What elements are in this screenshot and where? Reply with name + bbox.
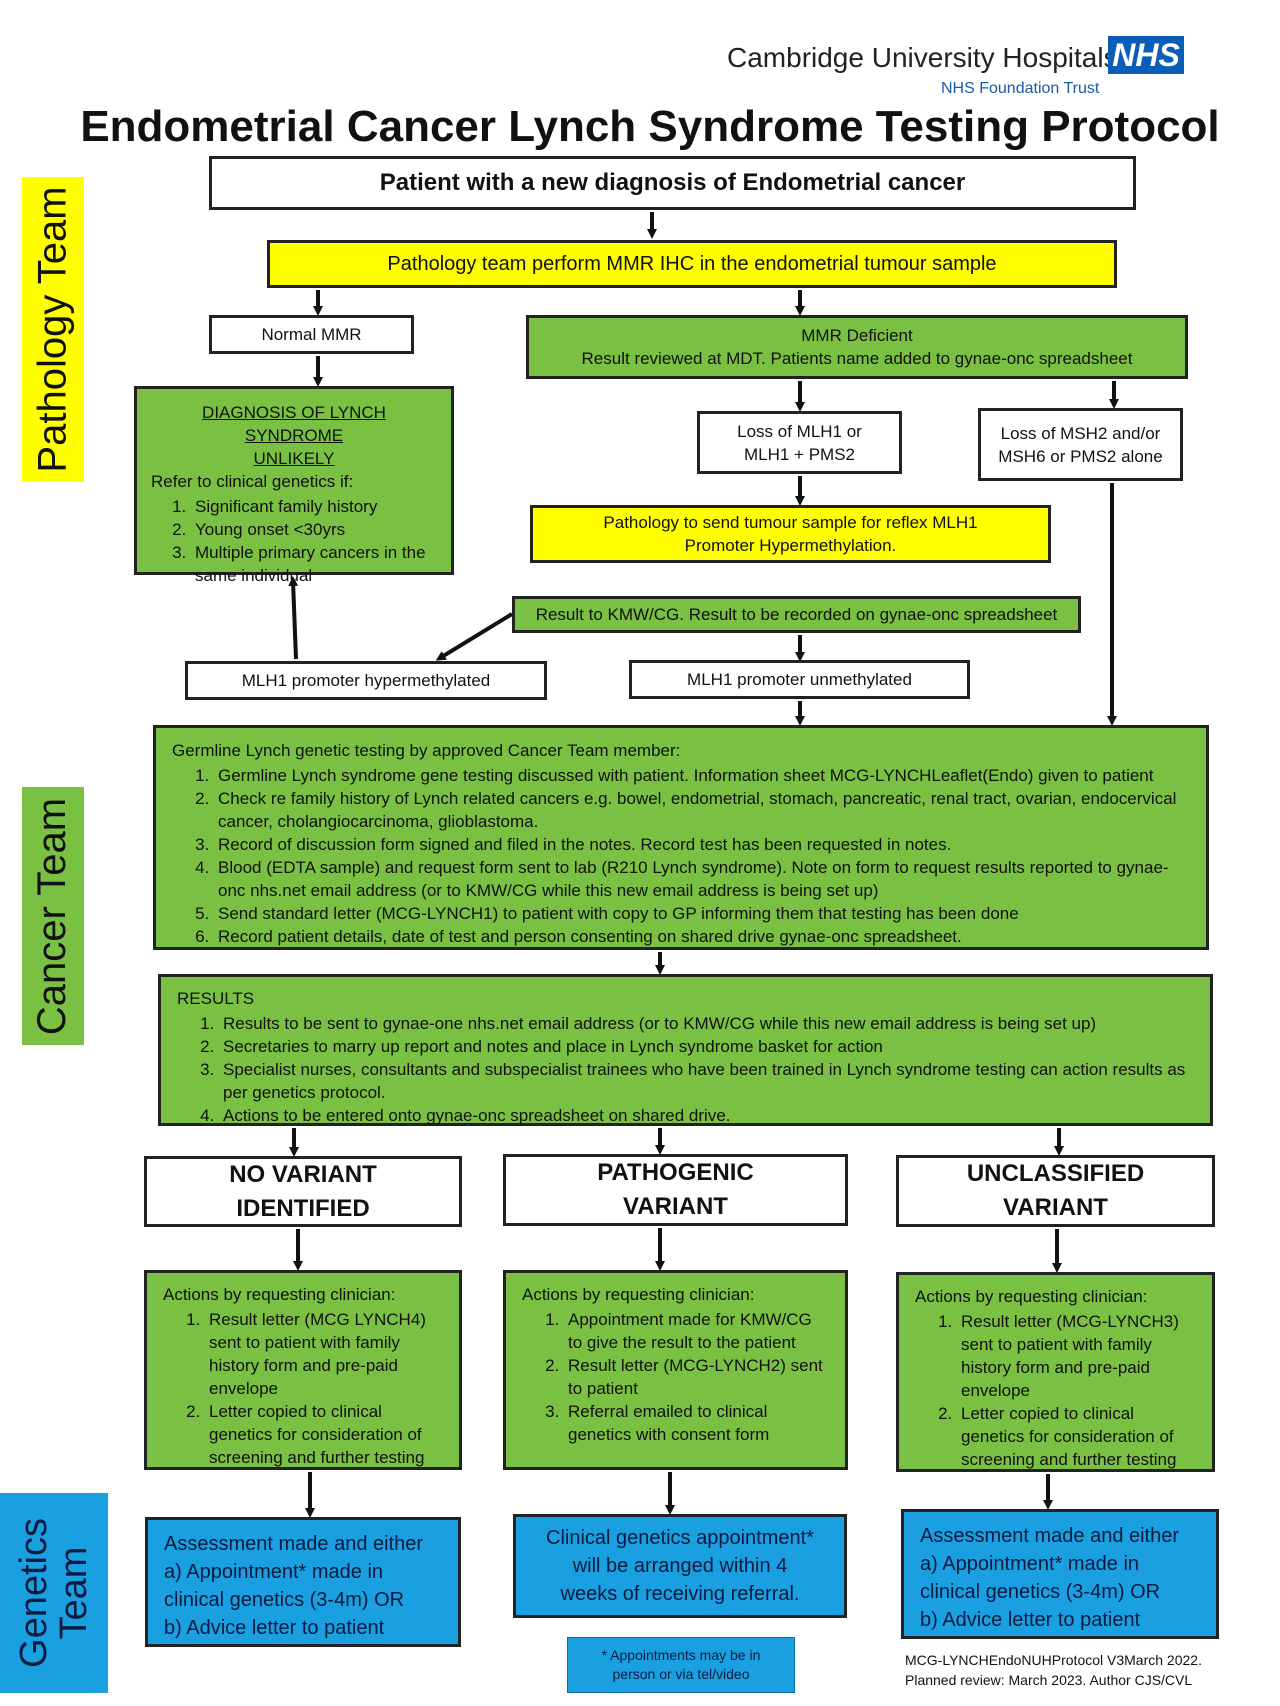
- genetics-line: Clinical genetics appointment*: [546, 1527, 814, 1549]
- list-item: Referral emailed to clinical genetics wi…: [564, 1400, 829, 1446]
- no-variant-line1: NO VARIANT: [229, 1160, 377, 1188]
- pathology-team-label: Pathology Team: [22, 177, 84, 482]
- germline-testing-box: Germline Lynch genetic testing by approv…: [153, 725, 1209, 950]
- unlikely-title-2: UNLIKELY: [253, 449, 335, 468]
- list-item: Letter copied to clinical genetics for c…: [957, 1402, 1196, 1471]
- footer-line1: MCG-LYNCHEndoNUHProtocol V3March 2022.: [905, 1652, 1202, 1668]
- no-variant-actions-box: Actions by requesting clinician: Result …: [144, 1270, 462, 1470]
- unclassified-actions-box: Actions by requesting clinician: Result …: [896, 1272, 1215, 1472]
- unmethylated-box: MLH1 promoter unmethylated: [629, 660, 970, 699]
- mmr-deficient-box: MMR Deficient Result reviewed at MDT. Pa…: [526, 315, 1188, 379]
- arrow: [435, 612, 514, 661]
- unlikely-intro: Refer to clinical genetics if:: [151, 472, 354, 491]
- no-variant-box: NO VARIANT IDENTIFIED: [144, 1156, 462, 1227]
- list-item: Letter copied to clinical genetics for c…: [205, 1400, 443, 1469]
- mmr-deficient-text: Result reviewed at MDT. Patients name ad…: [581, 349, 1133, 368]
- unclassified-line2: VARIANT: [1003, 1194, 1108, 1221]
- result-kmw-box: Result to KMW/CG. Result to be recorded …: [512, 596, 1081, 633]
- cancer-team-label: Cancer Team: [22, 787, 84, 1045]
- genetics-line: clinical genetics (3-4m) OR: [920, 1581, 1161, 1603]
- pathogenic-variant-box: PATHOGENIC VARIANT: [503, 1154, 848, 1226]
- list-item: Young onset <30yrs: [191, 518, 437, 541]
- genetics-line: b) Advice letter to patient: [164, 1617, 385, 1639]
- list-item: Significant family history: [191, 495, 437, 518]
- genetics-line: weeks of receiving referral.: [560, 1583, 800, 1605]
- results-title: RESULTS: [177, 989, 255, 1008]
- org-logo: Cambridge University Hospitals NHS Found…: [725, 36, 1185, 102]
- list-item: Record patient details, date of test and…: [214, 925, 1190, 948]
- loss-msh2-line1: Loss of MSH2 and/or: [1000, 423, 1161, 443]
- list-item: Actions to be entered onto gynae-onc spr…: [219, 1104, 1194, 1127]
- promoter-send-box: Pathology to send tumour sample for refl…: [530, 505, 1051, 563]
- list-item: Check re family history of Lynch related…: [214, 787, 1190, 833]
- list-item: Germline Lynch syndrome gene testing dis…: [214, 764, 1190, 787]
- genetics-assessment-right: Assessment made and either a) Appointmen…: [901, 1509, 1219, 1639]
- page-title: Endometrial Cancer Lynch Syndrome Testin…: [80, 102, 1220, 151]
- genetics-line: Assessment made and either: [164, 1533, 424, 1555]
- ihc-box: Pathology team perform MMR IHC in the en…: [267, 240, 1117, 288]
- genetics-appointment-middle: Clinical genetics appointment* will be a…: [513, 1514, 847, 1618]
- list-item: Result letter (MCG LYNCH4) sent to patie…: [205, 1308, 443, 1400]
- loss-msh2-box: Loss of MSH2 and/or MSH6 or PMS2 alone: [978, 408, 1183, 481]
- pathogenic-line2: VARIANT: [623, 1193, 728, 1220]
- actions-title: Actions by requesting clinician:: [522, 1285, 755, 1304]
- footnote-line1: * Appointments may be in: [601, 1647, 761, 1663]
- actions-title: Actions by requesting clinician:: [163, 1285, 396, 1304]
- germline-title: Germline Lynch genetic testing by approv…: [172, 741, 681, 760]
- genetics-line: clinical genetics (3-4m) OR: [164, 1589, 405, 1611]
- list-item: Results to be sent to gynae-one nhs.net …: [219, 1012, 1194, 1035]
- genetics-line: a) Appointment* made in: [920, 1553, 1140, 1575]
- loss-mlh1-line1: Loss of MLH1 or: [737, 421, 862, 441]
- unclassified-variant-box: UNCLASSIFIED VARIANT: [896, 1155, 1215, 1227]
- start-box: Patient with a new diagnosis of Endometr…: [209, 156, 1136, 210]
- loss-mlh1-box: Loss of MLH1 or MLH1 + PMS2: [697, 411, 902, 474]
- no-variant-line2: IDENTIFIED: [236, 1194, 370, 1222]
- appointment-footnote: * Appointments may be in person or via t…: [567, 1637, 795, 1693]
- results-box: RESULTS Results to be sent to gynae-one …: [158, 974, 1213, 1126]
- loss-msh2-line2: MSH6 or PMS2 alone: [998, 446, 1163, 466]
- genetics-team-label: Genetics Team: [0, 1493, 108, 1693]
- unlikely-title-1: DIAGNOSIS OF LYNCH SYNDROME: [202, 403, 386, 445]
- list-item: Record of discussion form signed and fil…: [214, 833, 1190, 856]
- org-name: Cambridge University Hospitals: [727, 42, 1118, 73]
- genetics-assessment-left: Assessment made and either a) Appointmen…: [145, 1517, 461, 1647]
- list-item: Blood (EDTA sample) and request form sen…: [214, 856, 1190, 902]
- list-item: Multiple primary cancers in the same ind…: [191, 541, 437, 587]
- list-item: Secretaries to marry up report and notes…: [219, 1035, 1194, 1058]
- pathogenic-line1: PATHOGENIC: [597, 1159, 754, 1186]
- list-item: Result letter (MCG-LYNCH3) sent to patie…: [957, 1310, 1196, 1402]
- footer-line2: Planned review: March 2023. Author CJS/C…: [905, 1672, 1193, 1688]
- unclassified-line1: UNCLASSIFIED: [966, 1160, 1145, 1187]
- org-subtitle: NHS Foundation Trust: [941, 80, 1100, 97]
- genetics-line: Assessment made and either: [920, 1525, 1180, 1547]
- list-item: Send standard letter (MCG-LYNCH1) to pat…: [214, 902, 1190, 925]
- list-item: Result letter (MCG-LYNCH2) sent to patie…: [564, 1354, 829, 1400]
- actions-title: Actions by requesting clinician:: [915, 1287, 1148, 1306]
- loss-mlh1-line2: MLH1 + PMS2: [743, 444, 855, 464]
- arrow: [288, 576, 299, 660]
- footnote-line2: person or via tel/video: [612, 1666, 750, 1682]
- list-item: Appointment made for KMW/CG to give the …: [564, 1308, 829, 1354]
- hypermethylated-box: MLH1 promoter hypermethylated: [185, 661, 547, 700]
- normal-mmr-box: Normal MMR: [209, 315, 414, 354]
- nhs-logo: NHS: [1108, 36, 1184, 74]
- list-item: Specialist nurses, consultants and subsp…: [219, 1058, 1194, 1104]
- genetics-line: will be arranged within 4: [572, 1555, 788, 1577]
- mmr-deficient-title: MMR Deficient: [801, 326, 913, 345]
- footer-version: MCG-LYNCHEndoNUHProtocol V3March 2022. P…: [905, 1650, 1202, 1690]
- genetics-line: a) Appointment* made in: [164, 1561, 384, 1583]
- pathogenic-actions-box: Actions by requesting clinician: Appoint…: [503, 1270, 848, 1470]
- genetics-line: b) Advice letter to patient: [920, 1609, 1141, 1631]
- lynch-unlikely-box: DIAGNOSIS OF LYNCH SYNDROME UNLIKELY Ref…: [134, 386, 454, 585]
